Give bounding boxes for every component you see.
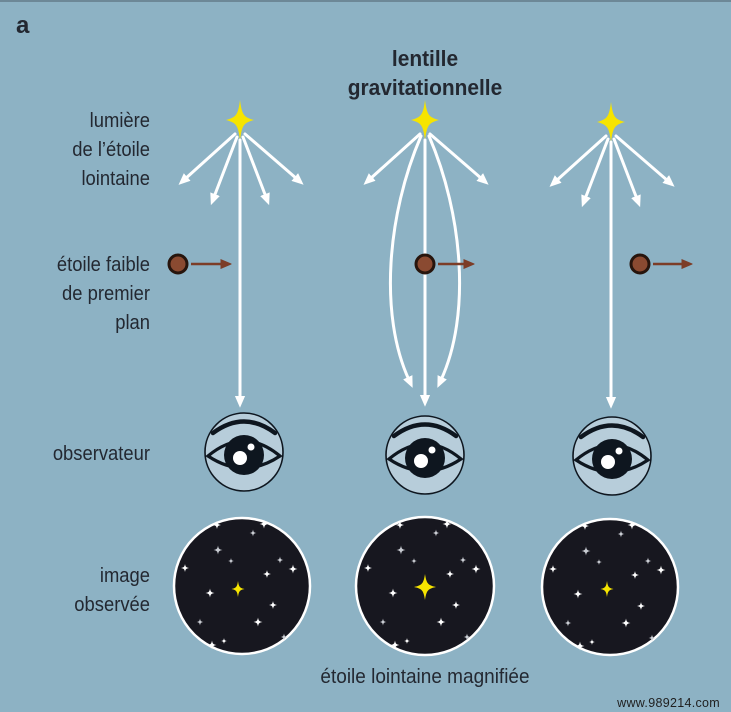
light-ray-arrow [581,137,610,208]
panel-after-alignment [540,102,683,657]
distant-star-icon [411,100,439,140]
observer-eye-icon [205,413,283,491]
label-distant-star-light: lumière de l’étoile lointaine [72,110,150,190]
gravity-bent-ray-arrow [388,134,423,388]
foreground-star-icon [167,253,189,275]
watermark-url: www.989214.com [617,696,720,710]
panel-alignment [354,100,496,657]
light-ray-arrow [614,134,675,187]
observed-image-icon [354,515,496,657]
label-foreground-star: étoile faible de premier plan [56,254,150,334]
panel-before-alignment [167,100,312,656]
distant-star-icon [226,100,254,140]
light-ray-arrow [178,132,237,185]
light-ray-arrow [612,137,641,208]
light-ray-arrow [428,132,489,185]
title-line-1: lentille [391,46,459,71]
figure-title: lentille gravitationnelle [273,44,577,102]
foreground-star-icon [414,253,436,275]
foreground-star-icon [629,253,651,275]
light-ray-arrow [363,132,422,185]
observer-eye-icon [386,416,464,494]
observer-eye-icon [573,417,651,495]
title-line-2: gravitationnelle [347,75,503,100]
observed-image-icon [540,517,680,657]
top-border [0,0,731,2]
distant-star-icon [597,102,625,142]
observed-image-icon [172,516,312,656]
light-ray-arrow [210,135,239,206]
light-ray-arrow [241,135,270,206]
label-observed-image: image observée [74,565,150,616]
light-ray-arrow [549,134,608,187]
label-observer: observateur [52,443,150,465]
figure-label: a [16,12,30,39]
caption-magnified-star: étoile lointaine magnifiée [320,666,530,688]
light-ray-arrow [243,132,304,185]
